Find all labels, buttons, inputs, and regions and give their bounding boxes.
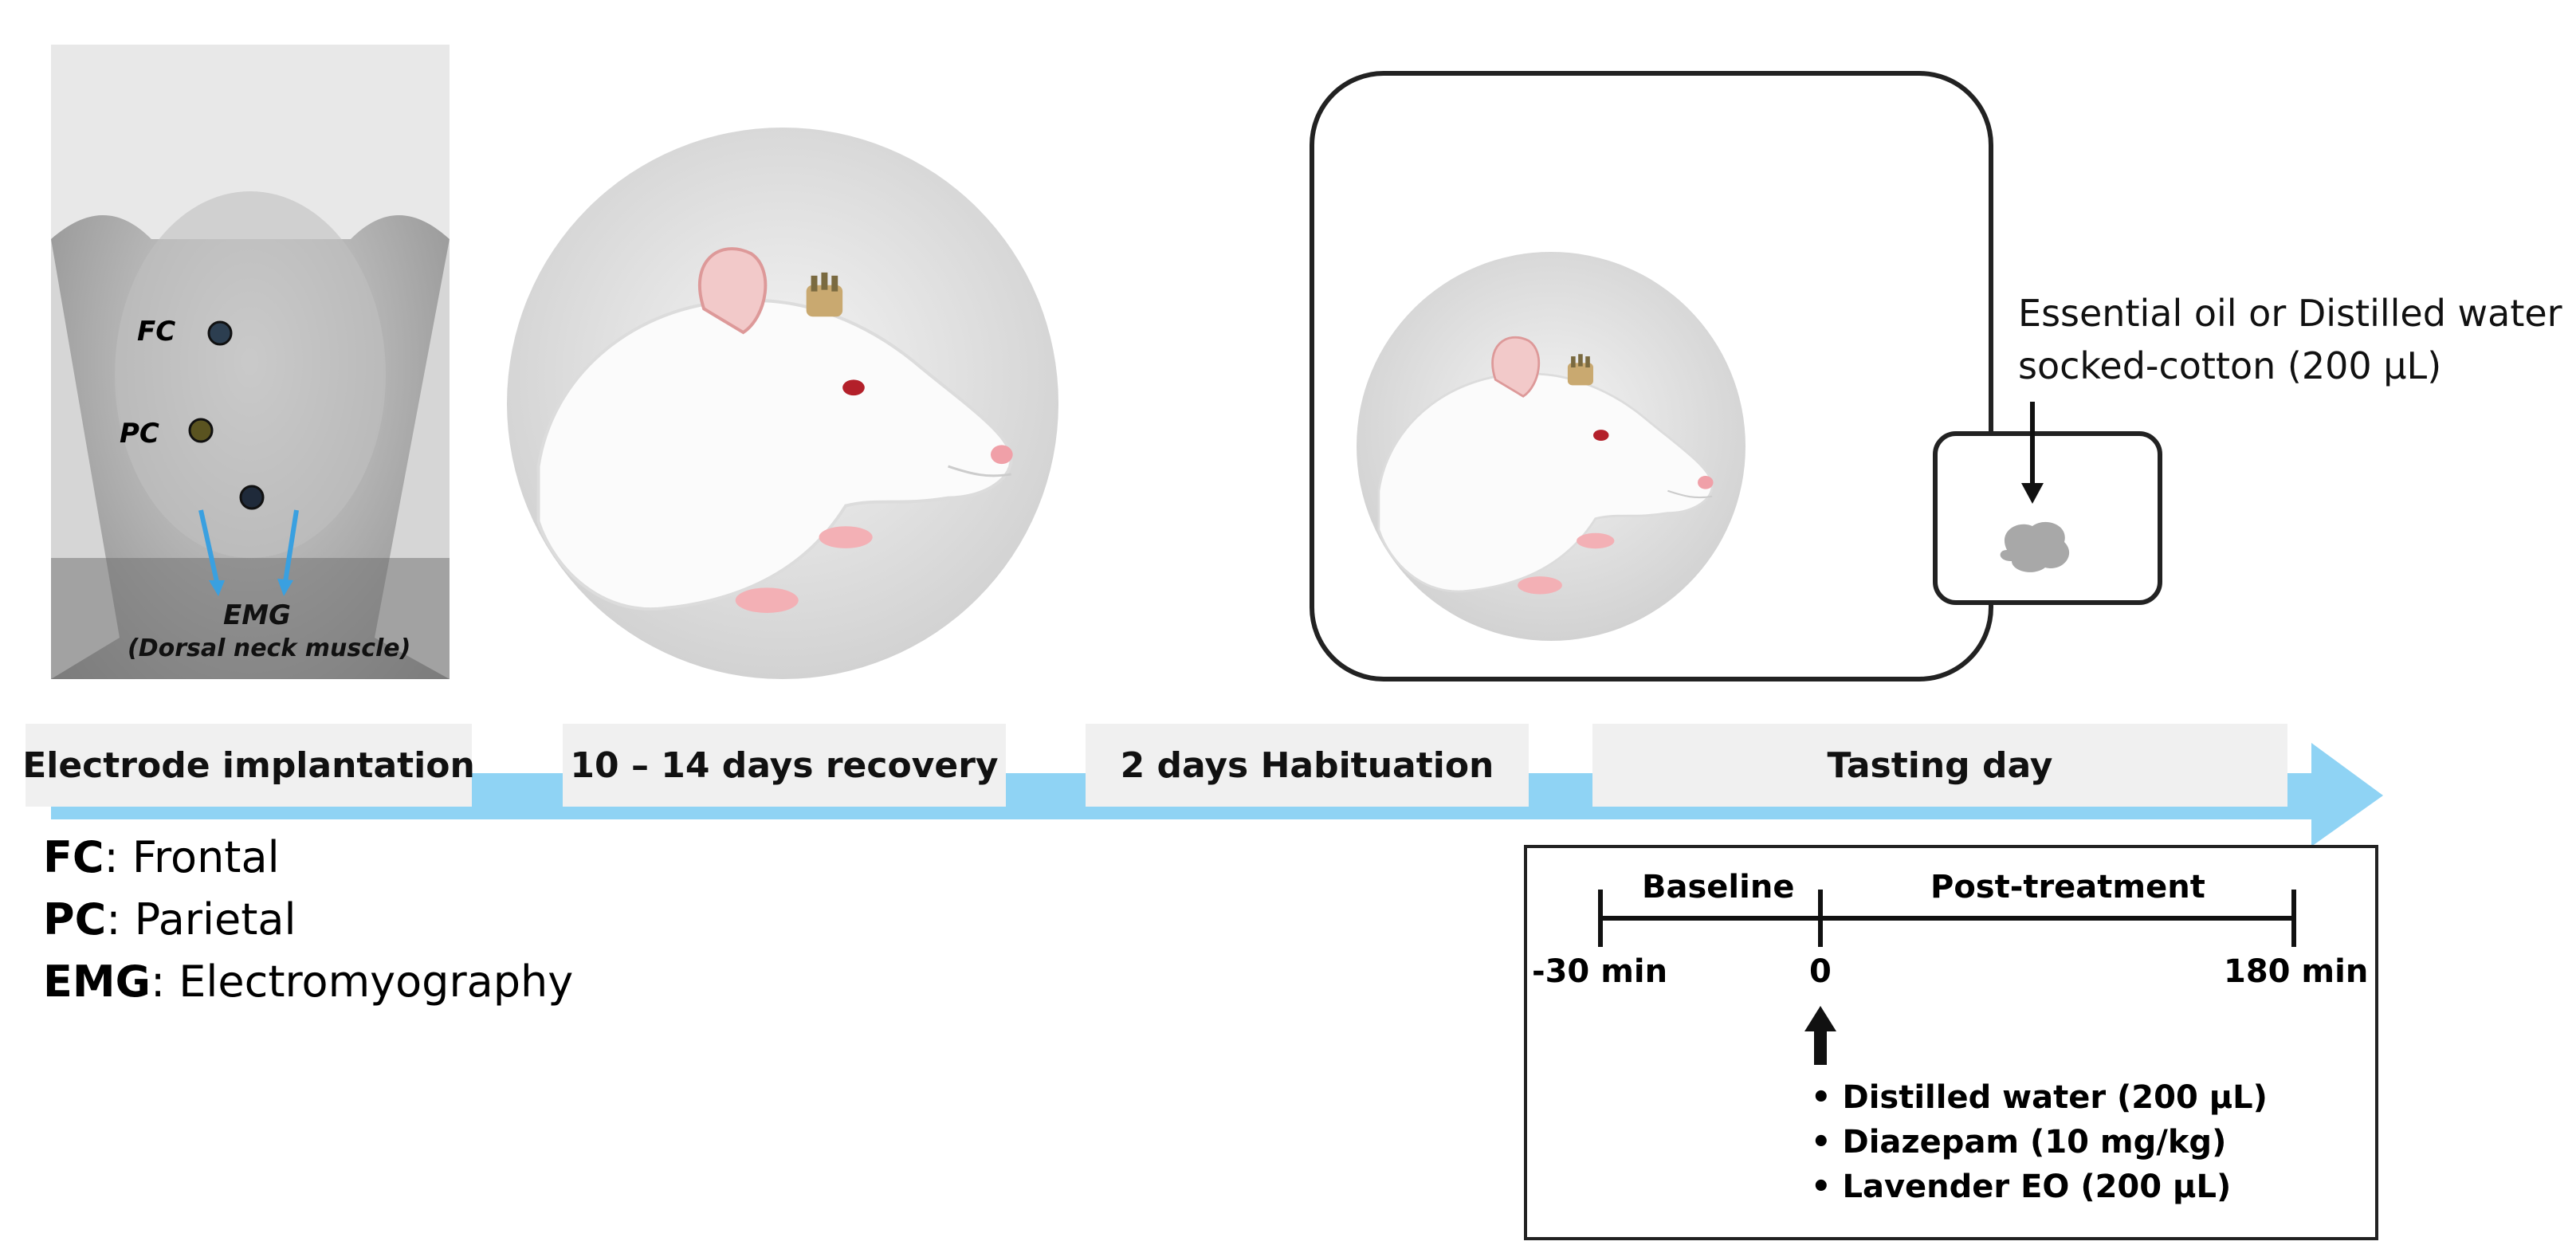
stage-label: Tasting day [1827,744,2053,786]
legend-abbr: PC [43,894,107,945]
legend-fc: FC: Frontal [43,832,280,882]
emg-arrow-right [283,509,299,583]
essential-oil-label: Essential oil or Distilled water socked-… [2018,287,2562,392]
fc-label: FC [137,316,176,348]
cage-outline [1310,71,1993,681]
cotton-box [1933,431,2162,605]
legend-text: : Frontal [104,832,280,882]
tasting-day-detail-box [1524,845,2378,1240]
stage-label: 2 days Habituation [1120,744,1494,786]
skull-photo [51,45,450,679]
stage-recovery: 10 – 14 days recovery [563,724,1006,807]
treatment-item: • Lavender EO (200 μL) [1811,1169,2232,1205]
emg-arrow-left [198,509,219,583]
pc-label: PC [120,418,159,450]
emg-label: EMG [223,599,291,631]
cotton-ball-icon [2000,521,2070,572]
stage-label: Electrode implantation [22,744,475,786]
legend-text: : Parietal [106,894,296,945]
treatment-item: • Distilled water (200 μL) [1811,1079,2268,1116]
ref-electrode [239,485,265,510]
legend-abbr: EMG [43,956,151,1007]
stage-tasting-day: Tasting day [1592,724,2287,807]
stage-electrode-implantation: Electrode implantation [22,724,475,807]
rat-photo-recovery [507,128,1058,679]
legend-abbr: FC [43,832,104,882]
stage-label: 10 – 14 days recovery [570,744,999,786]
treatment-arrow-head [1804,1006,1836,1031]
tick-zero: 0 [1809,953,1832,990]
legend-pc: PC: Parietal [43,894,296,945]
essential-oil-label-line1: Essential oil or Distilled water [2018,292,2562,335]
phase-baseline: Baseline [1642,869,1795,905]
emg-sublabel: (Dorsal neck muscle) [128,634,411,662]
tick-end: 180 min [2224,953,2369,990]
essential-oil-label-line2: socked-cotton (200 μL) [2018,344,2442,387]
fc-electrode [207,320,233,346]
treatment-item: • Diazepam (10 mg/kg) [1811,1124,2227,1161]
treatment-arrow-shaft [1814,1028,1827,1065]
stage-habituation: 2 days Habituation [1086,724,1529,807]
timeline-arrow-head [2311,743,2383,846]
tick-start: -30 min [1532,953,1668,990]
rat-photo-cage [1357,252,1745,641]
legend-text: : Electromyography [150,956,574,1007]
pc-electrode [188,418,214,443]
phase-post-treatment: Post-treatment [1930,869,2205,905]
legend-emg: EMG: Electromyography [43,956,573,1007]
